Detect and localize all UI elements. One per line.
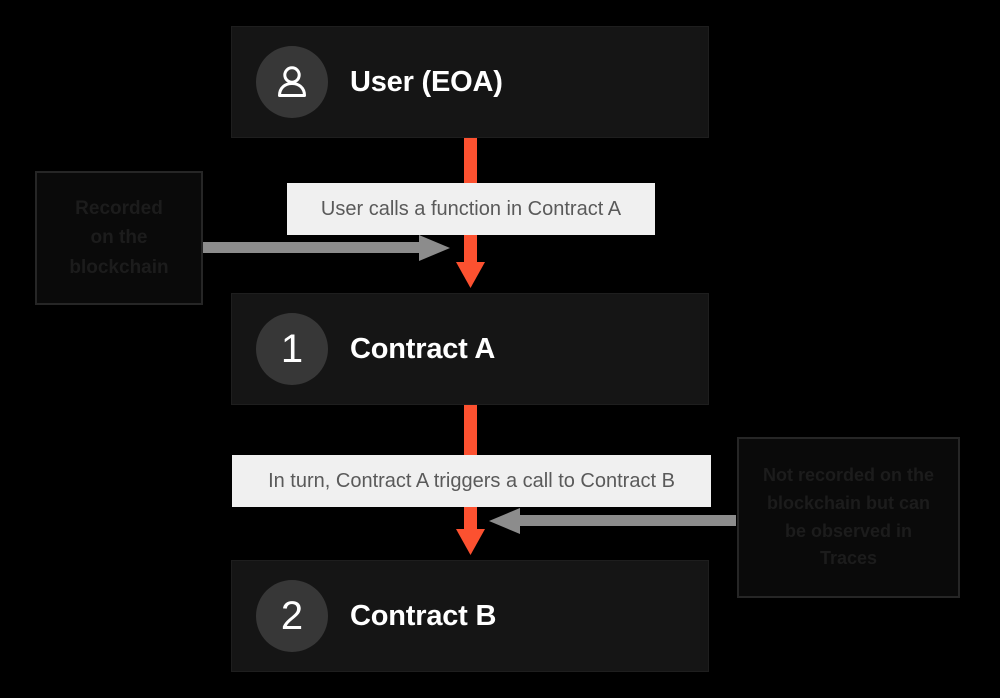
caption-1-text: User calls a function in Contract A (320, 197, 622, 220)
annotation-left-line-3: blockchain (69, 256, 169, 278)
node-contract-a[interactable]: 1 Contract A (231, 293, 709, 405)
node-contract-a-label: Contract A (350, 332, 496, 365)
node-contract-b[interactable]: 2 Contract B (231, 560, 709, 672)
caption-2-text: In turn, Contract A triggers a call to C… (268, 469, 675, 492)
annotation-left-connector-arrow (203, 235, 450, 261)
caption-contract-a-triggers-call: In turn, Contract A triggers a call to C… (232, 455, 711, 507)
annotation-right-line-3: be observed in (784, 520, 913, 541)
annotation-right-line-2: blockchain but can (766, 492, 931, 513)
node-contract-b-label: Contract B (350, 599, 497, 632)
annotation-left-line-1: Recorded (75, 197, 163, 219)
caption-user-calls-function: User calls a function in Contract A (287, 183, 655, 235)
node-user[interactable]: User (EOA) (231, 26, 709, 138)
annotation-right-line-1: Not recorded on the (762, 464, 934, 485)
annotation-left-line-2: on the (90, 227, 148, 249)
annotation-right-line-4: Traces (819, 548, 878, 569)
annotation-recorded-on-blockchain: Recorded on the blockchain (35, 171, 203, 305)
arrow-user-to-contract-a (456, 138, 485, 288)
annotation-right-connector-arrow (489, 508, 736, 534)
person-icon (256, 46, 328, 118)
node-user-label: User (EOA) (350, 65, 503, 98)
arrow-contract-a-to-contract-b (456, 405, 485, 555)
node-contract-a-badge: 1 (256, 313, 328, 385)
annotation-not-recorded-on-blockchain: Not recorded on the blockchain but can b… (737, 437, 960, 598)
node-contract-b-badge: 2 (256, 580, 328, 652)
